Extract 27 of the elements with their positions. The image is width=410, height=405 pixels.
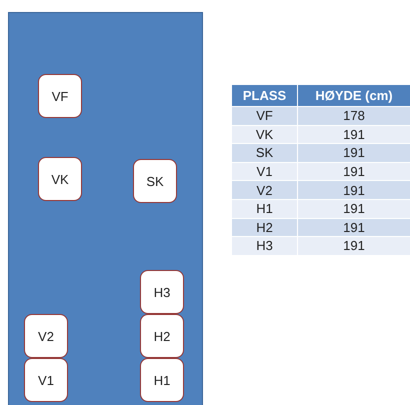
table-cell: VF <box>232 107 297 126</box>
position-box: SK <box>133 159 177 203</box>
table-cell: 191 <box>297 144 410 163</box>
table-cell: 191 <box>297 237 410 256</box>
table-cell: SK <box>232 144 297 163</box>
table-cell: H2 <box>232 218 297 238</box>
table-cell: 191 <box>297 218 410 238</box>
table-cell: 191 <box>297 162 410 182</box>
position-box: VF <box>38 74 82 118</box>
table-cell: H3 <box>232 237 297 256</box>
table-cell: V2 <box>232 181 297 200</box>
table-cell: 191 <box>297 200 410 219</box>
column-header: HØYDE (cm) <box>297 85 410 107</box>
table-cell: H1 <box>232 200 297 219</box>
table-cell: 191 <box>297 126 410 144</box>
position-box: V1 <box>24 358 68 402</box>
table-cell: VK <box>232 126 297 144</box>
position-box: H2 <box>140 314 184 358</box>
position-box: V2 <box>24 314 68 358</box>
background-panel <box>8 12 203 405</box>
position-box: H3 <box>140 270 184 314</box>
position-box: VK <box>38 157 82 201</box>
position-box: H1 <box>140 358 184 402</box>
column-header: PLASS <box>232 85 297 107</box>
table-cell: 178 <box>297 107 410 126</box>
table-cell: 191 <box>297 181 410 200</box>
table-cell: V1 <box>232 162 297 182</box>
